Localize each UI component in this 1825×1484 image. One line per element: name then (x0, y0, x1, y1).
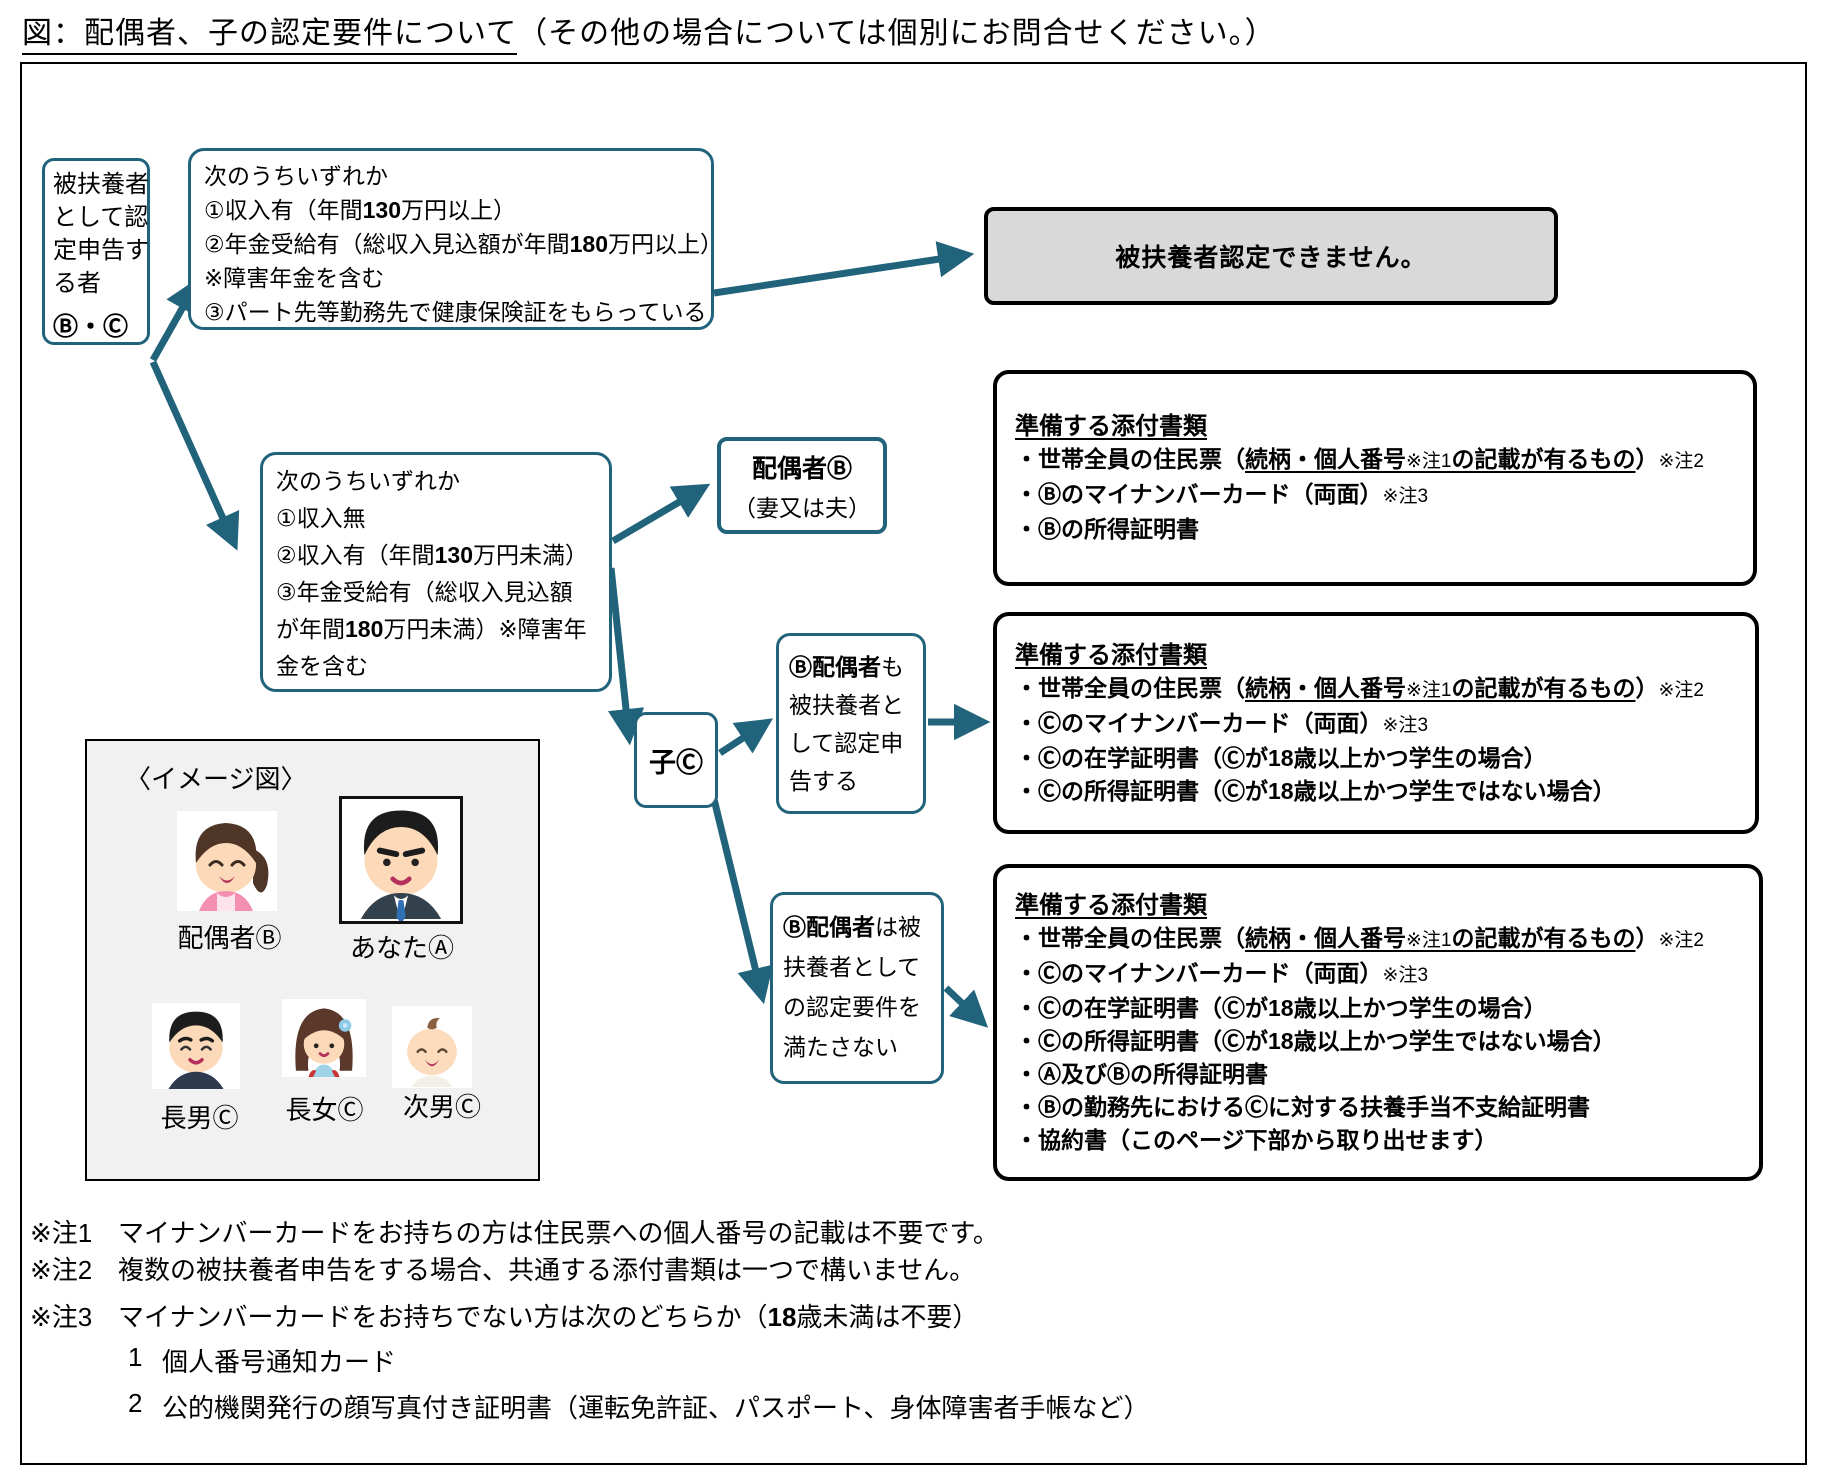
footnote-3-sub-1: 1 個人番号通知カード (128, 1342, 396, 1379)
footnote-3-sub-2: 2 公的機関発行の顔写真付き証明書（運転免許証、パスポート、身体障害者手帳など） (128, 1388, 1149, 1425)
text-line: 満たさない (783, 1034, 898, 1060)
documents-box-spouse: 準備する添付書類 ・世帯全員の住民票（続柄・個人番号※注1の記載が有るもの）※注… (993, 370, 1757, 586)
footnote-2: ※注2 複数の被扶養者申告をする場合、共通する添付書類は一つで構いません。 (30, 1250, 975, 1287)
text-line: ①収入無 (276, 505, 366, 531)
documents-box-child-only: 準備する添付書類 ・世帯全員の住民票（続柄・個人番号※注1の記載が有るもの）※注… (993, 864, 1763, 1181)
footnote-sub-prefix: 2 (128, 1388, 143, 1418)
spouse-not-eligible-box: Ⓑ配偶者は被 扶養者として の認定要件を 満たさない (770, 892, 944, 1084)
doc-item: ・Ⓒの在学証明書（Ⓒが18歳以上かつ学生の場合） (1015, 994, 1547, 1021)
text-line: Ⓑ配偶者も (789, 654, 904, 680)
doc-item: ・Ⓑの所得証明書 (1015, 516, 1199, 542)
doc-item: ・Ⓒのマイナンバーカード（両面）※注3 (1015, 959, 1429, 986)
text-line: の認定要件を (783, 994, 921, 1020)
eldest-daughter-label: 長女Ⓒ (285, 1095, 364, 1125)
text-line: る者 (53, 270, 101, 297)
applicant-box: 被扶養者 として認 定申告す る者 Ⓑ・Ⓒ (42, 158, 150, 345)
footnote-text: 複数の被扶養者申告をする場合、共通する添付書類は一つで構いません。 (118, 1255, 976, 1285)
child-box: 子Ⓒ (634, 712, 718, 808)
doc-item: ・Ⓒのマイナンバーカード（両面）※注3 (1015, 709, 1429, 736)
text-line: ③パート先等勤務先で健康保険証をもらっている (204, 299, 707, 325)
text-line: 次のうちいずれか (204, 163, 388, 189)
condition-box-eligible: 次のうちいずれか ①収入無 ②収入有（年間130万円未満） ③年金受給有（総収入… (260, 452, 612, 692)
spouse-box-sub: （妻又は夫） (733, 494, 871, 521)
baby-face-icon (392, 1007, 472, 1087)
text-line: ①収入有（年間130万円以上） (204, 197, 516, 223)
footnote-text: マイナンバーカードをお持ちの方は住民票への個人番号の記載は不要です。 (118, 1218, 999, 1248)
eldest-son-illustration (152, 1003, 240, 1089)
image-panel: 〈イメージ図〉 (85, 739, 540, 1181)
doc-item: ・Ⓑの勤務先におけるⒸに対する扶養手当不支給証明書 (1015, 1093, 1590, 1120)
doc-item: ・Ⓐ及びⒷの所得証明書 (1015, 1060, 1268, 1087)
text-line: Ⓑ配偶者は被 (783, 914, 921, 940)
denied-box: 被扶養者認定できません。 (984, 207, 1558, 305)
doc-item: ・世帯全員の住民票（続柄・個人番号※注1の記載が有るもの）※注2 (1015, 674, 1704, 701)
doc-item: ・Ⓒの所得証明書（Ⓒが18歳以上かつ学生ではない場合） (1015, 1027, 1616, 1054)
girl-face-icon (285, 999, 363, 1077)
spouse-box-title: 配偶者Ⓑ (751, 454, 852, 483)
doc-item: ・Ⓒの所得証明書（Ⓒが18歳以上かつ学生ではない場合） (1015, 777, 1616, 804)
footnote-prefix: ※注1 (30, 1218, 93, 1248)
doc-item: ・世帯全員の住民票（続柄・個人番号※注1の記載が有るもの）※注2 (1015, 446, 1704, 472)
second-son-label: 次男Ⓒ (402, 1092, 481, 1122)
title-underlined-text: 図：配偶者、子の認定要件について (22, 17, 518, 55)
documents-box-child-both: 準備する添付書類 ・世帯全員の住民票（続柄・個人番号※注1の記載が有るもの）※注… (993, 612, 1759, 834)
text-line: 扶養者として (783, 954, 921, 980)
text-line: 金を含む (276, 653, 368, 679)
spouse-also-box: Ⓑ配偶者も 被扶養者と して認定申 告する (776, 633, 926, 814)
title-rest-text: （その他の場合については個別にお問合せください。） (517, 17, 1276, 50)
image-panel-caption: 〈イメージ図〉 (125, 764, 307, 794)
text-line: 定申告す (53, 237, 149, 264)
eldest-daughter-illustration (282, 999, 366, 1077)
footnote-text: 公的機関発行の顔写真付き証明書（運転免許証、パスポート、身体障害者手帳など） (162, 1393, 1150, 1423)
doc-item: ・Ⓒの在学証明書（Ⓒが18歳以上かつ学生の場合） (1015, 744, 1547, 771)
text-line: して認定申 (789, 730, 904, 756)
text-line: として認 (53, 204, 149, 231)
applicant-badge: Ⓑ・Ⓒ (53, 313, 129, 341)
you-illustration-label: あなたⒶ (349, 933, 454, 963)
text-line: ③年金受給有（総収入見込額 (276, 579, 573, 605)
doc-item: ・世帯全員の住民票（続柄・個人番号※注1の記載が有るもの）※注2 (1015, 924, 1704, 951)
spouse-illustration (177, 811, 277, 911)
footnote-prefix: ※注3 (30, 1302, 93, 1332)
footnote-sub-prefix: 1 (128, 1342, 143, 1372)
child-box-label: 子Ⓒ (649, 747, 703, 778)
text-line: ※障害年金を含む (204, 265, 385, 291)
eldest-son-label: 長男Ⓒ (160, 1103, 239, 1133)
footnote-text: マイナンバーカードをお持ちでない方は次のどちらか（18歳未満は不要） (118, 1302, 979, 1332)
text-line: が年間180万円未満）※障害年 (276, 616, 587, 642)
doc-item: ・Ⓑのマイナンバーカード（両面）※注3 (1015, 481, 1429, 507)
spouse-illustration-label: 配偶者Ⓑ (177, 923, 282, 953)
doc-heading: 準備する添付書類 (1015, 413, 1207, 440)
text-line: ②収入有（年間130万円未満） (276, 542, 588, 568)
text-line: ②年金受給有（総収入見込額が年間180万円以上） (204, 231, 723, 257)
doc-heading: 準備する添付書類 (1015, 641, 1207, 669)
footnote-3: ※注3 マイナンバーカードをお持ちでない方は次のどちらか（18歳未満は不要） (30, 1297, 978, 1334)
footnote-text: 個人番号通知カード (162, 1347, 397, 1377)
man-face-icon (342, 801, 460, 924)
text-line: 告する (789, 768, 858, 794)
doc-item: ・協約書（このページ下部から取り出せます） (1015, 1126, 1498, 1153)
page-title: 図：配偶者、子の認定要件について（その他の場合については個別にお問合せください。… (22, 8, 1276, 55)
doc-heading: 準備する添付書類 (1015, 891, 1207, 919)
boy-face-icon (153, 1003, 239, 1089)
text-line: 次のうちいずれか (276, 468, 460, 494)
text-line: 被扶養者と (789, 692, 904, 718)
footnote-1: ※注1 マイナンバーカードをお持ちの方は住民票への個人番号の記載は不要です。 (30, 1213, 999, 1250)
spouse-box: 配偶者Ⓑ （妻又は夫） (717, 437, 887, 534)
woman-face-icon (177, 811, 277, 911)
denied-label: 被扶養者認定できません。 (1115, 244, 1427, 272)
footnote-prefix: ※注2 (30, 1255, 93, 1285)
you-illustration (339, 796, 463, 924)
second-son-illustration (392, 1006, 472, 1088)
condition-box-not-eligible: 次のうちいずれか ①収入有（年間130万円以上） ②年金受給有（総収入見込額が年… (188, 148, 723, 330)
text-line: 被扶養者 (53, 171, 149, 198)
